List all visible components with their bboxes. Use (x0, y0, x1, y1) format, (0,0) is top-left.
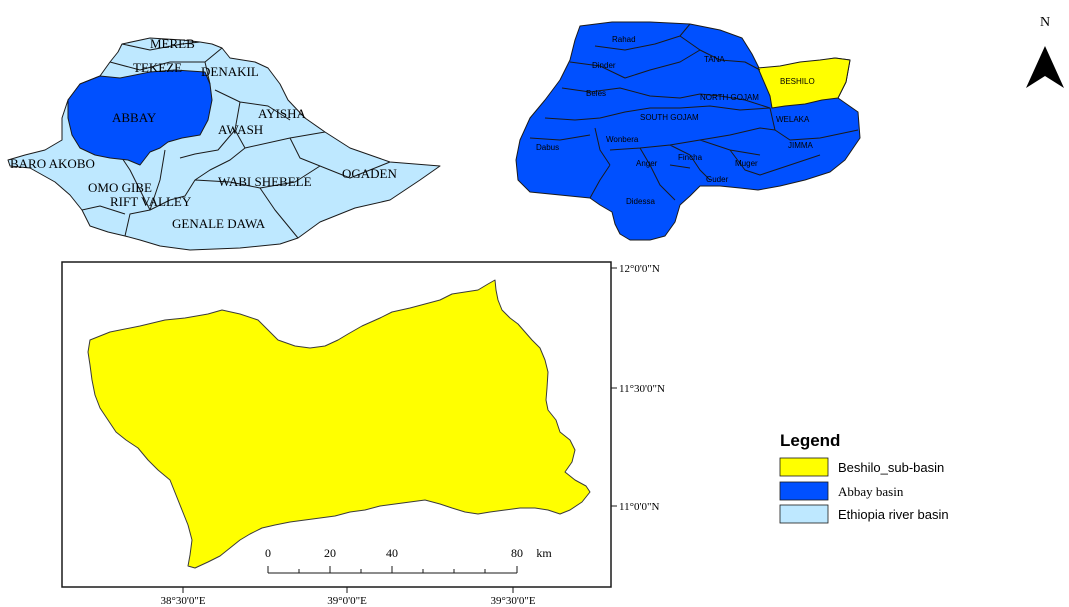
scale-bar: 0 20 40 80 km (265, 546, 552, 574)
label-baro-akobo: BARO AKOBO (10, 156, 95, 171)
lat-label-11-30n: 11°30'0"N (619, 383, 665, 395)
legend-title: Legend (780, 431, 840, 450)
label-wonbera: Wonbera (606, 135, 639, 144)
longitude-labels: 38°30'0"E 39°0'0"E 39°30'0"E (160, 595, 535, 607)
lon-label-39e: 39°0'0"E (327, 595, 367, 607)
label-dabus: Dabus (536, 143, 559, 152)
label-dinder: Dinder (592, 61, 616, 70)
ethiopia-labels: MEREB TEKEZE DENAKIL ABBAY AYISHA AWASH … (10, 36, 397, 231)
longitude-graticule (182, 587, 514, 593)
label-rift-valley: RIFT VALLEY (110, 194, 192, 209)
label-beles: Beles (586, 89, 606, 98)
label-ogaden: OGADEN (342, 166, 397, 181)
label-muger: Muger (735, 159, 758, 168)
label-anger: Anger (636, 159, 658, 168)
abbay-in-ethiopia (67, 69, 213, 166)
legend-swatch-ethiopia (779, 504, 829, 524)
legend-label-abbay: Abbay basin (838, 484, 904, 499)
north-arrow: N (1026, 15, 1064, 88)
beshilo-in-abbay (757, 57, 851, 109)
ethiopia-basin-map (7, 37, 441, 251)
label-north-gojam: NORTH GOJAM (700, 93, 759, 102)
label-didessa: Didessa (626, 197, 655, 206)
lon-label-38-30e: 38°30'0"E (160, 595, 205, 607)
label-abbay: ABBAY (112, 110, 157, 125)
label-jimma: JIMMA (788, 141, 814, 150)
latitude-labels: 12°0'0"N 11°30'0"N 11°0'0"N (619, 263, 665, 513)
legend-swatch-abbay (779, 481, 829, 501)
north-arrow-icon (1026, 46, 1064, 88)
label-beshilo: BESHILO (780, 77, 815, 86)
beshilo-sub-basin-polygon (87, 279, 591, 569)
abbay-labels: Rahad Dinder TANA BESHILO Beles NORTH GO… (536, 35, 815, 206)
label-ayisha: AYISHA (258, 106, 307, 121)
scale-tick-40: 40 (386, 546, 398, 560)
label-fincha: Fincha (678, 153, 703, 162)
label-south-gojam: SOUTH GOJAM (640, 113, 699, 122)
abbay-outline (515, 21, 861, 241)
label-awash: AWASH (218, 122, 263, 137)
sub-basin-boundary (529, 23, 859, 201)
lon-label-39-30e: 39°30'0"E (490, 595, 535, 607)
label-wabi-shebele: WABI SHEBELE (218, 174, 312, 189)
label-tana: TANA (704, 55, 725, 64)
label-genale-dawa: GENALE DAWA (172, 216, 266, 231)
label-mereb: MEREB (150, 36, 195, 51)
scale-tick-20: 20 (324, 546, 336, 560)
lat-label-12n: 12°0'0"N (619, 263, 660, 275)
legend-label-beshilo: Beshilo_sub-basin (838, 460, 944, 475)
label-omo-gibe: OMO GIBE (88, 180, 152, 195)
scale-tick-80: 80 (511, 546, 523, 560)
latitude-graticule (611, 267, 617, 507)
lat-label-11n: 11°0'0"N (619, 501, 659, 513)
scale-tick-0: 0 (265, 546, 271, 560)
legend-label-ethiopia: Ethiopia river basin (838, 507, 949, 522)
legend-swatch-beshilo (779, 457, 829, 477)
label-tekeze: TEKEZE (133, 60, 182, 75)
label-rahad: Rahad (612, 35, 636, 44)
north-arrow-label: N (1040, 15, 1050, 30)
scale-unit: km (536, 546, 552, 560)
label-guder: Guder (706, 175, 729, 184)
abbay-basin-map (515, 21, 861, 241)
legend: Legend Beshilo_sub-basin Abbay basin Eth… (779, 431, 949, 524)
label-denakil: DENAKIL (201, 64, 259, 79)
label-welaka: WELAKA (776, 115, 810, 124)
